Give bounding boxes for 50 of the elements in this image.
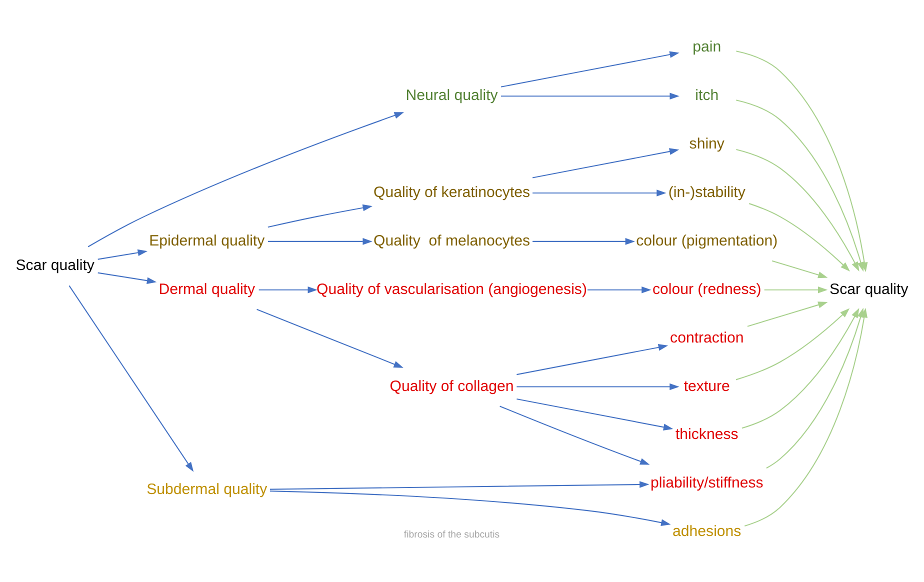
node-text: shiny bbox=[689, 135, 724, 152]
node-text: Quality of melanocytes bbox=[373, 232, 530, 249]
node-text: Neural quality bbox=[406, 86, 498, 104]
label: fibrosis of the subcutis bbox=[404, 529, 500, 540]
arrow bbox=[500, 405, 650, 464]
node-text: (in-)stability bbox=[668, 183, 746, 200]
node-text: Quality of keratinocytes bbox=[373, 183, 530, 200]
node-text: Quality of vascularisation (angiogenesis) bbox=[316, 280, 587, 298]
node-text: itch bbox=[695, 86, 719, 104]
node-text: Epidermal quality bbox=[149, 232, 265, 249]
node-text: Subdermal quality bbox=[146, 480, 268, 498]
node-text: Scar quality bbox=[16, 256, 94, 274]
node-text: pain bbox=[692, 38, 722, 56]
node-text: pliability/stiffness bbox=[650, 474, 764, 492]
arrow bbox=[748, 202, 850, 271]
arrow bbox=[516, 382, 680, 390]
arrow bbox=[68, 284, 194, 472]
arrow bbox=[268, 238, 372, 244]
arrow bbox=[747, 301, 828, 326]
arrow bbox=[98, 272, 157, 284]
node-text: Dermal quality bbox=[158, 280, 256, 298]
node-text: texture bbox=[684, 377, 730, 394]
arrow bbox=[268, 204, 372, 228]
arrow bbox=[742, 308, 860, 428]
arrow bbox=[501, 92, 680, 100]
arrow bbox=[516, 344, 668, 375]
arrow bbox=[736, 308, 850, 380]
arrow bbox=[500, 50, 680, 87]
node-text: Quality of collagen bbox=[390, 377, 514, 394]
arrow bbox=[256, 308, 404, 368]
node-text: colour (redness) bbox=[652, 280, 762, 298]
arrow bbox=[516, 398, 674, 430]
arrow bbox=[532, 189, 666, 196]
node-text: contraction bbox=[670, 328, 744, 346]
arrow bbox=[772, 260, 828, 278]
node-text: colour (pigmentation) bbox=[636, 232, 778, 249]
arrow bbox=[532, 238, 636, 244]
arrow bbox=[270, 490, 671, 526]
arrow bbox=[736, 99, 864, 272]
node-text: adhesions bbox=[672, 522, 742, 540]
arrow bbox=[736, 148, 860, 271]
arrow bbox=[532, 148, 680, 178]
arrow bbox=[258, 286, 318, 293]
arrow bbox=[270, 480, 650, 490]
node-text: Scar quality bbox=[830, 280, 908, 298]
arrow bbox=[88, 112, 404, 247]
arrow bbox=[587, 286, 652, 293]
arrow bbox=[98, 248, 148, 260]
arrow bbox=[764, 286, 828, 293]
node-text: thickness bbox=[675, 426, 738, 443]
